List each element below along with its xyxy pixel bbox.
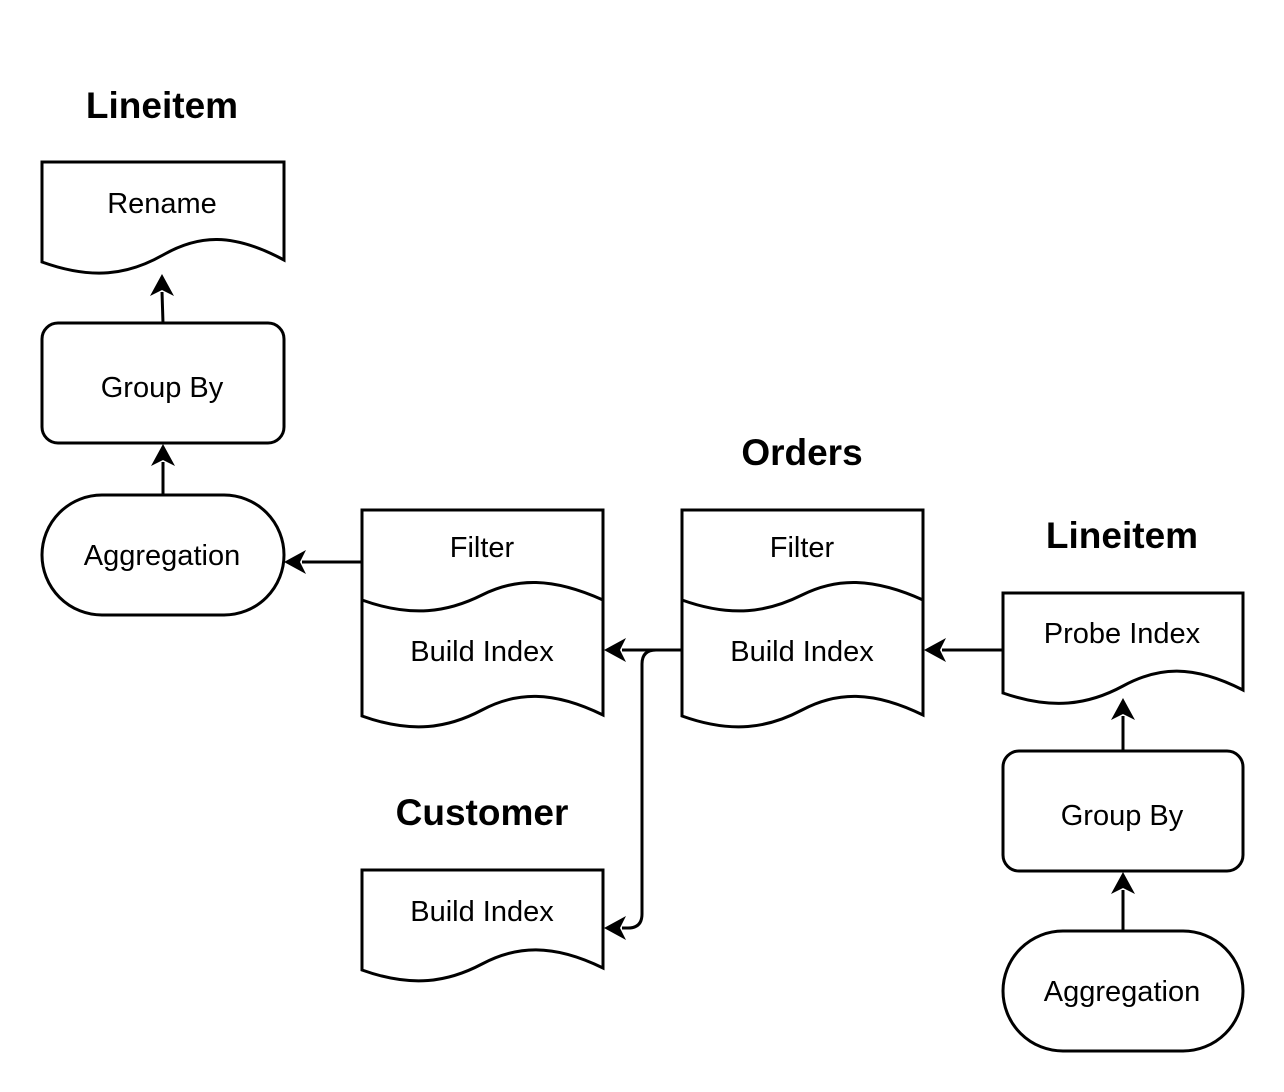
build-index-customer-label: Build Index (410, 896, 554, 928)
aggregation-right-node: Aggregation (1001, 929, 1245, 1053)
probe-index-label: Probe Index (1044, 618, 1201, 650)
rename-label: Rename (107, 188, 217, 220)
filter-orders-label: Filter (770, 532, 835, 564)
edge-aggregation-right-to-group-by-right (1111, 872, 1135, 931)
filter-mid-label: Filter (450, 532, 515, 564)
edge-filter-to-aggregation (284, 550, 362, 574)
aggregation-left-label: Aggregation (84, 540, 240, 572)
filter-build-index-mid-node: Filter Build Index (360, 508, 605, 729)
customer-build-index-node: Build Index (360, 868, 605, 983)
title-lineitem-right: Lineitem (1046, 515, 1198, 556)
edge-orders-to-customer-build-index (604, 648, 682, 940)
probe-index-node: Probe Index (1001, 591, 1245, 705)
edge-probe-to-orders (924, 638, 1003, 662)
title-customer: Customer (396, 792, 569, 833)
edge-group-by-to-rename (150, 274, 174, 324)
group-by-left-node: Group By (40, 321, 286, 445)
edge-group-by-right-to-probe (1111, 698, 1135, 751)
group-by-right-label: Group By (1061, 800, 1184, 832)
title-lineitem-left: Lineitem (86, 85, 238, 126)
aggregation-right-label: Aggregation (1044, 976, 1200, 1008)
aggregation-left-node: Aggregation (40, 493, 286, 617)
title-orders: Orders (741, 432, 862, 473)
build-index-orders-label: Build Index (730, 636, 874, 668)
orders-filter-build-index-node: Filter Build Index (680, 508, 925, 729)
group-by-right-node: Group By (1001, 749, 1245, 873)
rename-node: Rename (40, 160, 286, 275)
build-index-mid-label: Build Index (410, 636, 554, 668)
group-by-left-label: Group By (101, 372, 224, 404)
edge-aggregation-to-group-by-left (151, 444, 175, 495)
